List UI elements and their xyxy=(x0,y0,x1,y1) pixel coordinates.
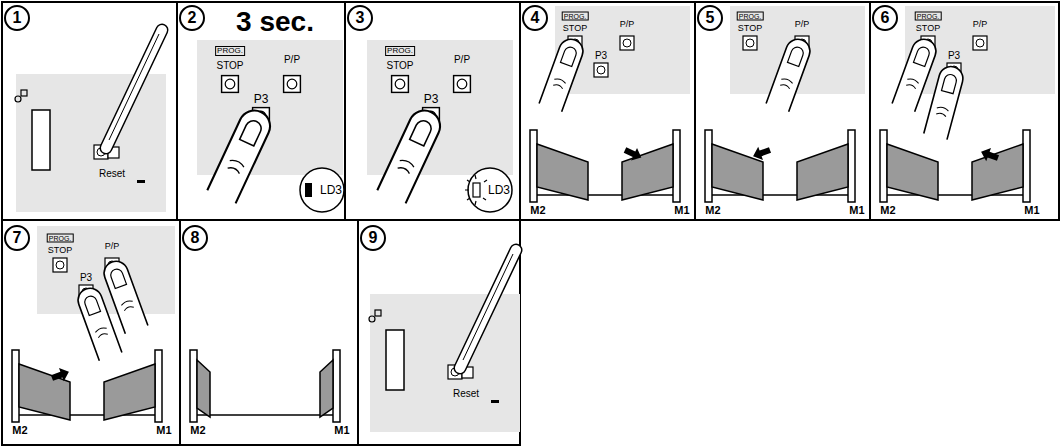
duration-label: 3 sec. xyxy=(236,8,314,36)
motor-label: M2 xyxy=(880,205,895,216)
callout-number: 8 xyxy=(191,230,200,246)
button-label: PROG. xyxy=(562,12,589,21)
button-label: P/P xyxy=(105,242,120,251)
motor-label: M2 xyxy=(530,205,545,216)
button-label: P/P xyxy=(795,20,810,29)
button-label: P3 xyxy=(254,93,269,105)
motor-label: M2 xyxy=(12,425,27,436)
control-board xyxy=(367,40,513,212)
control-board xyxy=(12,226,175,422)
button-label: STOP xyxy=(386,61,413,71)
button-label: P3 xyxy=(424,93,439,105)
step-circles xyxy=(5,6,897,250)
led-label: LD3 xyxy=(488,184,510,196)
button-label: P3 xyxy=(80,273,92,283)
led-label: LD3 xyxy=(320,184,342,196)
button-label: PROG. xyxy=(385,46,415,56)
motor-label: M1 xyxy=(334,425,349,436)
button-label: PROG. xyxy=(215,46,245,56)
control-board xyxy=(530,6,690,202)
button-label: P/P xyxy=(973,20,988,29)
motor-label: M1 xyxy=(1024,205,1039,216)
motor-label: M1 xyxy=(674,205,689,216)
callout-number: 3 xyxy=(356,10,365,26)
button-label: STOP xyxy=(916,24,940,33)
button-label: PROG. xyxy=(737,12,764,21)
motor-label: M1 xyxy=(156,425,171,436)
callout-number: 6 xyxy=(881,10,890,26)
button-label: STOP xyxy=(563,24,587,33)
callout-number: 5 xyxy=(706,10,715,26)
callout-number: 9 xyxy=(369,230,378,246)
button-label: Reset xyxy=(99,169,125,179)
callout-number: 4 xyxy=(531,10,540,26)
open-gates xyxy=(190,350,340,422)
button-label: PROG. xyxy=(47,234,74,243)
button-label: STOP xyxy=(48,246,72,255)
motor-label: M2 xyxy=(705,205,720,216)
control-board xyxy=(705,6,865,202)
motor-label: M2 xyxy=(190,425,205,436)
reset-scene xyxy=(369,250,520,432)
callout-number: 7 xyxy=(13,230,22,246)
reset-scene xyxy=(15,30,166,212)
button-label: P/P xyxy=(454,55,470,65)
button-label: P/P xyxy=(620,20,635,29)
control-board xyxy=(880,6,1055,202)
button-label: P3 xyxy=(948,51,960,61)
control-board xyxy=(197,40,344,212)
motor-label: M1 xyxy=(849,205,864,216)
button-label: Reset xyxy=(453,389,479,399)
button-label: P/P xyxy=(284,55,300,65)
button-label: STOP xyxy=(738,24,762,33)
button-label: PROG. xyxy=(915,12,942,21)
callout-number: 2 xyxy=(188,10,197,26)
callout-number: 1 xyxy=(13,10,22,26)
button-label: P3 xyxy=(595,51,607,61)
button-label: STOP xyxy=(216,61,243,71)
